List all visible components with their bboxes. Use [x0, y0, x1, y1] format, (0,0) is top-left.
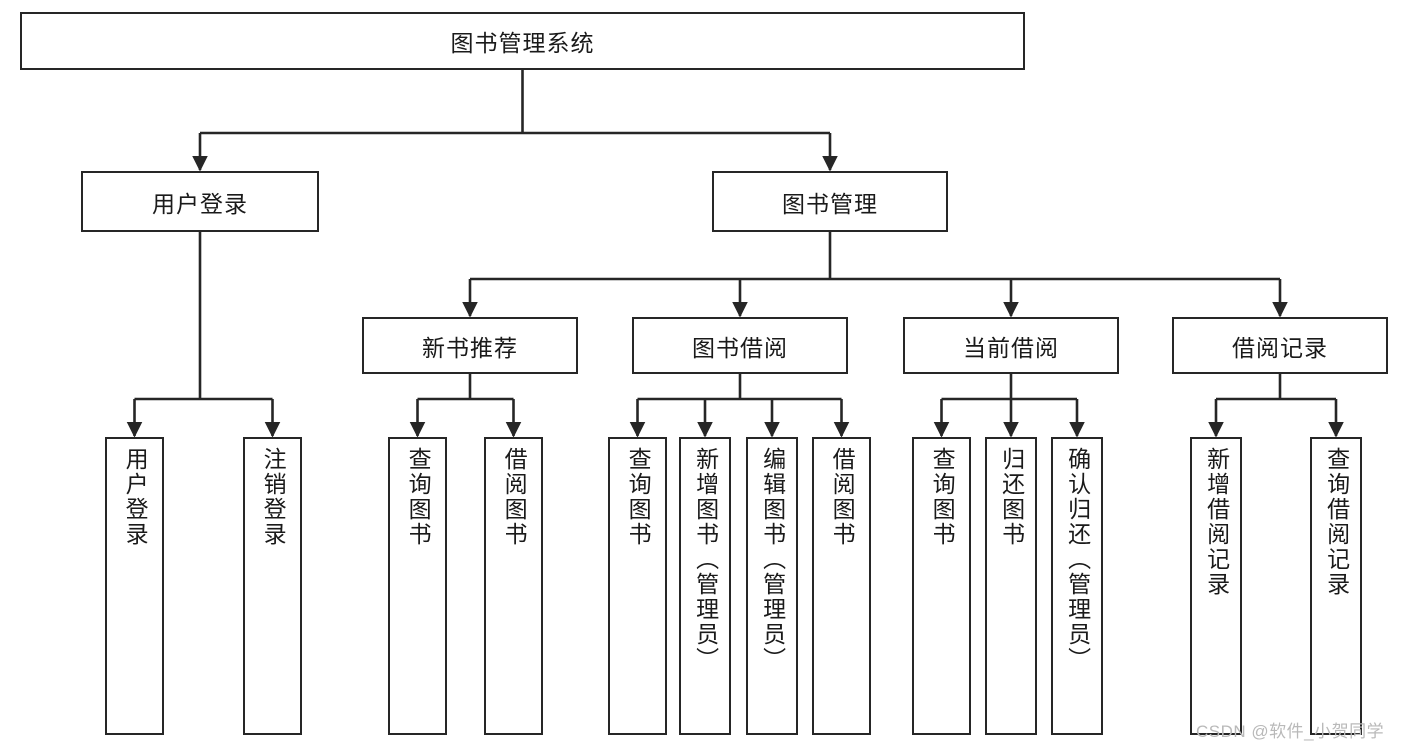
node-leaf-user-logout-label: 注销登录 [260, 447, 287, 547]
node-leaf-add-borrow-record[interactable]: 新增借阅记录 [1190, 437, 1242, 735]
node-leaf-return-book-label: 归还图书 [998, 447, 1025, 547]
node-leaf-confirm-return-admin-label: 确认归还（管理员） [1064, 447, 1091, 672]
node-leaf-confirm-return-admin[interactable]: 确认归还（管理员） [1051, 437, 1103, 735]
node-book-borrow[interactable]: 图书借阅 [632, 317, 848, 374]
node-book-borrow-label: 图书借阅 [692, 334, 788, 361]
node-leaf-borrow-book-1-label: 借阅图书 [501, 447, 528, 547]
node-current-borrow[interactable]: 当前借阅 [903, 317, 1119, 374]
node-leaf-borrow-book-2[interactable]: 借阅图书 [812, 437, 871, 735]
node-leaf-return-book[interactable]: 归还图书 [985, 437, 1037, 735]
node-leaf-query-borrow-record[interactable]: 查询借阅记录 [1310, 437, 1362, 735]
node-leaf-edit-book-admin-label: 编辑图书（管理员） [759, 447, 786, 672]
node-leaf-query-book-3-label: 查询图书 [929, 447, 956, 547]
node-leaf-user-logout[interactable]: 注销登录 [243, 437, 302, 735]
node-borrow-record-label: 借阅记录 [1232, 334, 1328, 361]
node-leaf-user-login-label: 用户登录 [122, 447, 149, 547]
node-new-book-recommend-label: 新书推荐 [422, 334, 518, 361]
node-leaf-borrow-book-2-label: 借阅图书 [829, 447, 856, 547]
node-current-borrow-label: 当前借阅 [963, 334, 1059, 361]
node-leaf-query-book-1[interactable]: 查询图书 [388, 437, 447, 735]
node-borrow-record[interactable]: 借阅记录 [1172, 317, 1388, 374]
node-leaf-query-book-1-label: 查询图书 [405, 447, 432, 547]
node-root[interactable]: 图书管理系统 [20, 12, 1025, 70]
node-leaf-query-borrow-record-label: 查询借阅记录 [1323, 447, 1350, 597]
node-leaf-query-book-2-label: 查询图书 [625, 447, 652, 547]
node-leaf-borrow-book-1[interactable]: 借阅图书 [484, 437, 543, 735]
node-leaf-add-borrow-record-label: 新增借阅记录 [1203, 447, 1230, 597]
node-leaf-query-book-2[interactable]: 查询图书 [608, 437, 667, 735]
node-leaf-query-book-3[interactable]: 查询图书 [912, 437, 971, 735]
node-book-manage[interactable]: 图书管理 [712, 171, 948, 232]
node-new-book-recommend[interactable]: 新书推荐 [362, 317, 578, 374]
node-leaf-user-login[interactable]: 用户登录 [105, 437, 164, 735]
node-leaf-add-book-admin[interactable]: 新增图书（管理员） [679, 437, 731, 735]
node-leaf-add-book-admin-label: 新增图书（管理员） [692, 447, 719, 672]
node-book-manage-label: 图书管理 [782, 190, 878, 217]
node-user-login[interactable]: 用户登录 [81, 171, 319, 232]
node-leaf-edit-book-admin[interactable]: 编辑图书（管理员） [746, 437, 798, 735]
node-user-login-label: 用户登录 [152, 190, 248, 217]
csdn-watermark: CSDN @软件_小贺同学 [1196, 722, 1385, 741]
node-root-label: 图书管理系统 [450, 30, 595, 56]
